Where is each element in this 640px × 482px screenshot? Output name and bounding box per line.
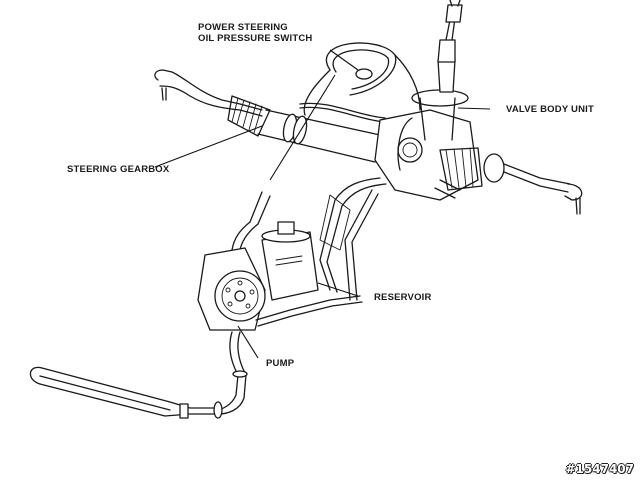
label-steering-gearbox: STEERING GEARBOX (67, 164, 170, 175)
label-reservoir: RESERVOIR (374, 292, 432, 303)
left-bellows-boot (227, 95, 271, 137)
pump (197, 247, 266, 331)
pressure-hose (231, 191, 271, 251)
return-lines (319, 177, 387, 301)
label-pressure-switch: POWER STEERING OIL PRESSURE SWITCH (198, 22, 312, 44)
steering-gearbox (257, 102, 386, 163)
right-tie-rod (439, 147, 583, 215)
watermark-id: #1547407 (565, 462, 634, 476)
steering-shaft (437, 0, 463, 93)
label-pressure-switch-line1: POWER STEERING (198, 22, 288, 33)
pressure-switch-hose (303, 42, 421, 116)
label-pressure-switch-line2: OIL PRESSURE SWITCH (198, 33, 313, 44)
left-tie-rod (154, 69, 263, 117)
label-valve-body-unit: VALVE BODY UNIT (506, 104, 594, 115)
reservoir (261, 221, 319, 301)
valve-body-unit (374, 89, 479, 201)
lower-lines (214, 295, 363, 415)
oil-cooler-lines (29, 366, 223, 419)
label-pump: PUMP (266, 358, 295, 369)
leader-lines (154, 49, 491, 359)
